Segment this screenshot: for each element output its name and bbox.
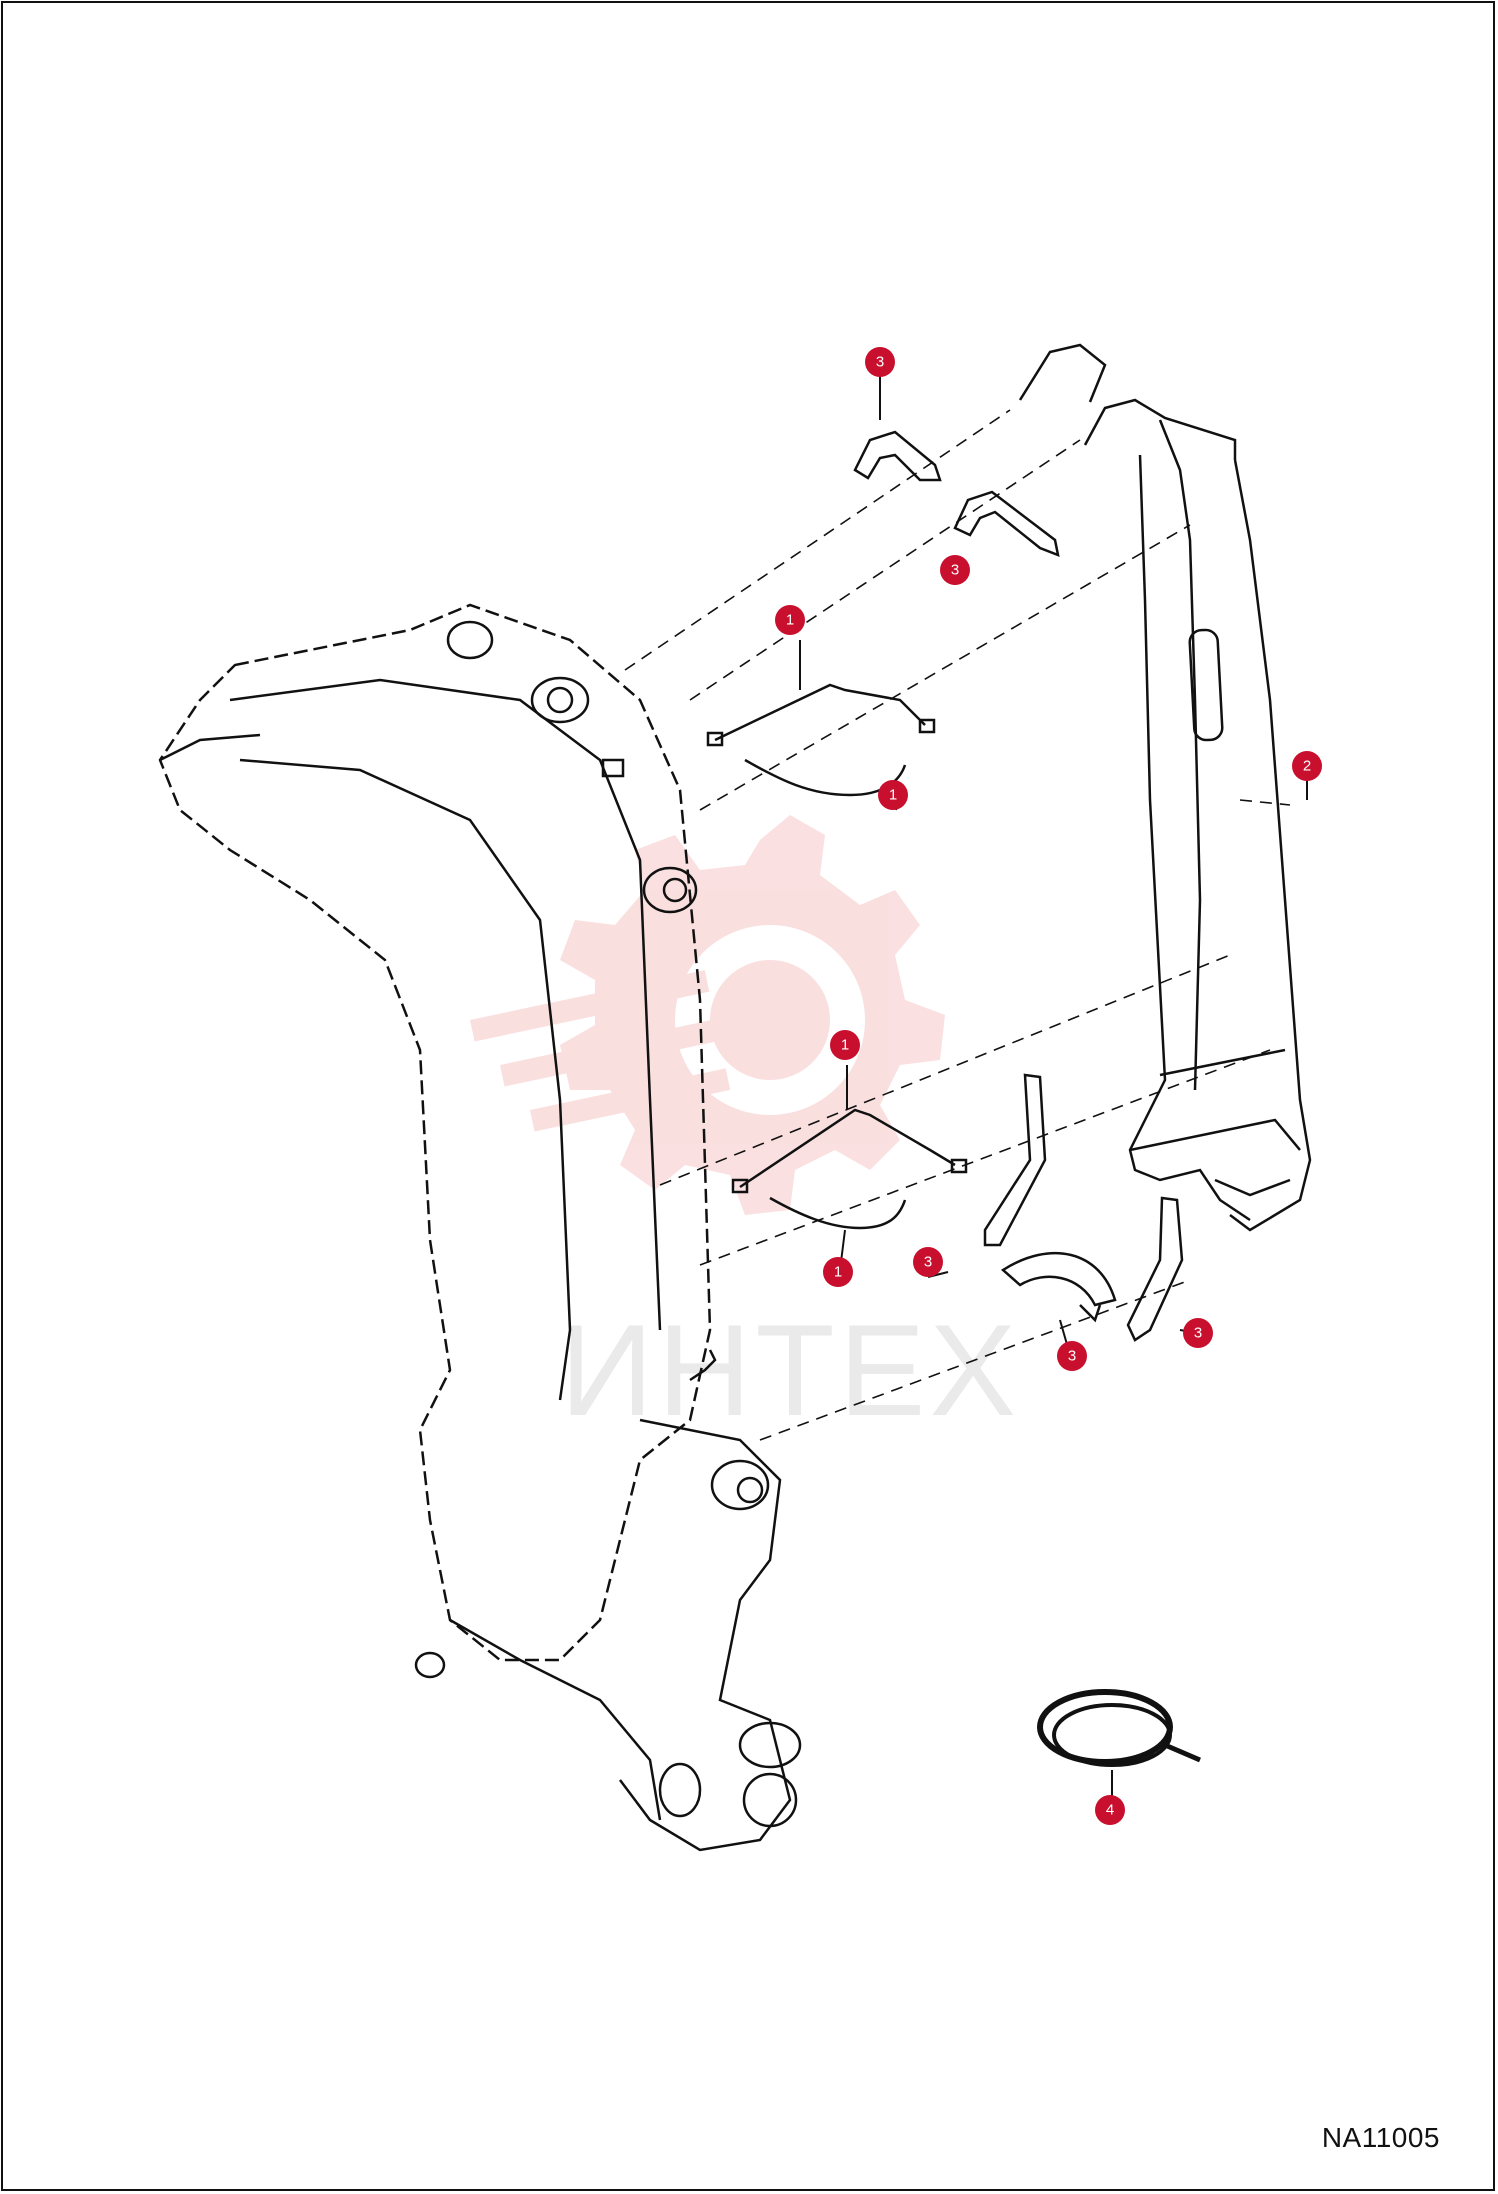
hose-coil-part-4 xyxy=(1037,1689,1201,1767)
svg-text:3: 3 xyxy=(1068,1348,1076,1365)
callout-3-lower-c[interactable]: 3 xyxy=(1183,1318,1213,1348)
callout-1-lower-bottom[interactable]: 1 xyxy=(823,1257,853,1287)
svg-text:3: 3 xyxy=(1194,1325,1202,1342)
hose-clamp-part-3-lower-c xyxy=(1126,1196,1184,1342)
hose-guard-frame xyxy=(1018,343,1312,1232)
svg-text:1: 1 xyxy=(786,612,794,629)
svg-text:4: 4 xyxy=(1106,1802,1114,1819)
callout-1-upper-top[interactable]: 1 xyxy=(775,605,805,635)
svg-text:3: 3 xyxy=(924,1254,932,1271)
watermark-text: ИНТЕХ xyxy=(560,1297,1020,1443)
assembly-leader-lines xyxy=(624,409,1291,1441)
watermark-logo xyxy=(470,815,945,1215)
hose-clamp-part-3-top-right xyxy=(953,490,1060,557)
hose-clamp-part-3-top-left xyxy=(853,430,942,482)
svg-text:2: 2 xyxy=(1303,758,1311,775)
callout-2-frame[interactable]: 2 xyxy=(1292,751,1322,781)
callout-3-lower-b[interactable]: 3 xyxy=(1057,1341,1087,1371)
callout-4-hose[interactable]: 4 xyxy=(1095,1795,1125,1825)
svg-text:1: 1 xyxy=(841,1037,849,1054)
svg-text:1: 1 xyxy=(834,1264,842,1281)
cable-tie-part-1-lower xyxy=(731,1108,968,1230)
callout-1-lower-top[interactable]: 1 xyxy=(830,1030,860,1060)
callout-3-top-left[interactable]: 3 xyxy=(865,347,895,377)
callout-3-lower-a[interactable]: 3 xyxy=(913,1247,943,1277)
hose-clamp-part-3-lower-b xyxy=(1000,1251,1117,1323)
svg-text:3: 3 xyxy=(876,354,884,371)
callout-3-top-right[interactable]: 3 xyxy=(940,555,970,585)
figure-id-label: NA11005 xyxy=(1321,2122,1440,2153)
cable-tie-part-1-upper xyxy=(706,683,936,797)
svg-text:1: 1 xyxy=(889,787,897,804)
boom-outline xyxy=(158,603,802,1852)
svg-text:3: 3 xyxy=(951,562,959,579)
callout-1-upper-bottom[interactable]: 1 xyxy=(878,780,908,810)
hose-clamp-part-3-lower-a xyxy=(983,1073,1047,1247)
